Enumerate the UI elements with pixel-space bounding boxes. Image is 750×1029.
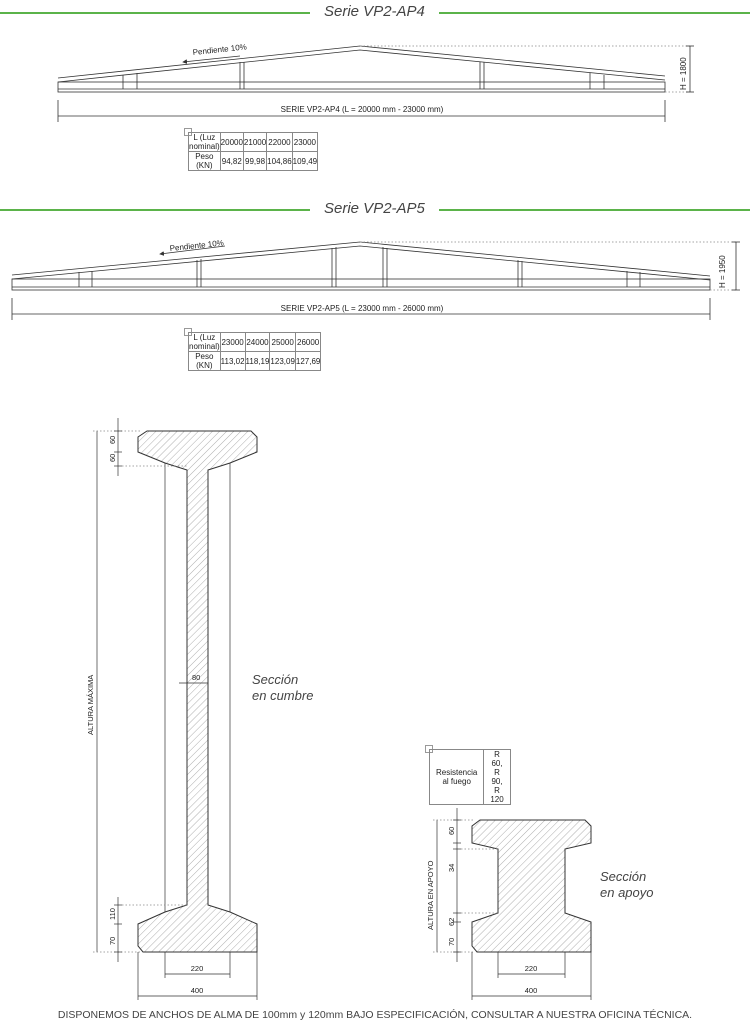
section-cumbre-label-line2: en cumbre [252,688,314,703]
ap4-slope-label: Pendiente 10% [192,42,247,57]
footer-note: DISPONEMOS DE ANCHOS DE ALMA DE 100mm y … [57,1009,693,1021]
section-cumbre-shape [137,430,258,953]
cumbre-dim-top-flange: 60 [108,436,117,444]
ap5-beam [11,241,740,320]
fire-resistance-table: Resistencia al fuego R 60, R 90, R 120 [425,745,511,805]
ap5-series-title: Serie VP2-AP5 [310,200,439,217]
ap4-span-label: SERIE VP2-AP4 (L = 20000 mm - 23000 mm) [281,105,444,114]
section-apoyo-label-line1: Sección [600,869,647,884]
ap5-row-weight-label: Peso (KN) [188,351,221,371]
ap5-weight-cell: 113,02 [219,351,246,371]
section-apoyo-label: Sección en apoyo [600,869,654,901]
apoyo-dim-bottom-flange: 70 [447,938,456,946]
ap4-row-span-label: L (Luz nominal) [188,132,221,152]
apoyo-dim-top-taper: 34 [447,864,456,872]
section-cumbre-label: Sección en cumbre [252,672,313,704]
ap5-slope-label: Pendiente 10% [169,238,224,253]
ap5-height-label: H = 1950 [718,255,727,288]
ap4-weight-cell: 99,98 [242,151,268,171]
cumbre-dim-bottom-width: 400 [191,986,204,995]
cumbre-height-label: ALTURA MÁXIMA [86,675,95,735]
section-cumbre-label-line1: Sección [252,672,299,687]
ap4-span-cell: 21000 [242,132,268,152]
ap4-weight-cell: 104,86 [266,151,293,171]
ap4-series-title: Serie VP2-AP4 [310,3,439,20]
apoyo-dim-bottom-inner: 220 [525,964,538,973]
ap4-beam [57,45,694,122]
apoyo-dim-top-flange: 60 [447,827,456,835]
cumbre-dim-top-taper: 60 [108,454,117,462]
cumbre-dim-bottom-taper: 110 [108,908,117,920]
ap5-weight-cell: 127,69 [294,351,322,371]
ap5-span-cell: 24000 [244,332,271,352]
ap4-row-weight-label: Peso (KN) [188,151,221,171]
section-apoyo-label-line2: en apoyo [600,885,654,900]
apoyo-dim-bottom-taper: 62 [447,918,456,926]
ap5-weight-cell: 118,19 [244,351,271,371]
ap5-weight-cell: 123,09 [269,351,296,371]
cumbre-dim-bottom-inner: 220 [191,964,204,973]
ap4-span-cell: 20000 [219,132,244,152]
ap4-span-cell: 22000 [266,132,293,152]
ap4-weight-cell: 109,49 [291,151,319,171]
apoyo-height-label: ALTURA EN APOYO [426,860,435,930]
cumbre-dim-web: 80 [192,673,200,682]
fire-value: R 60, R 90, R 120 [483,749,511,805]
ap4-span-cell: 23000 [291,132,319,152]
ap5-table: L (Luz nominal) 23000 24000 25000 26000 … [184,328,322,371]
ap4-weight-cell: 94,82 [219,151,244,171]
section-cumbre-dims [93,418,258,1000]
ap5-row-span-label: L (Luz nominal) [188,332,221,352]
apoyo-dim-bottom-width: 400 [525,986,538,995]
section-apoyo-shape [471,819,592,953]
ap4-height-label: H = 1800 [679,57,688,90]
ap5-span-label: SERIE VP2-AP5 (L = 23000 mm - 26000 mm) [281,304,444,313]
ap5-span-cell: 23000 [219,332,246,352]
ap5-span-cell: 26000 [294,332,322,352]
fire-label: Resistencia al fuego [428,749,485,805]
ap5-span-cell: 25000 [269,332,296,352]
section-apoyo-dims [433,808,592,1000]
ap4-table: L (Luz nominal) 20000 21000 22000 23000 … [184,128,319,171]
cumbre-dim-bottom-flange: 70 [108,937,117,945]
